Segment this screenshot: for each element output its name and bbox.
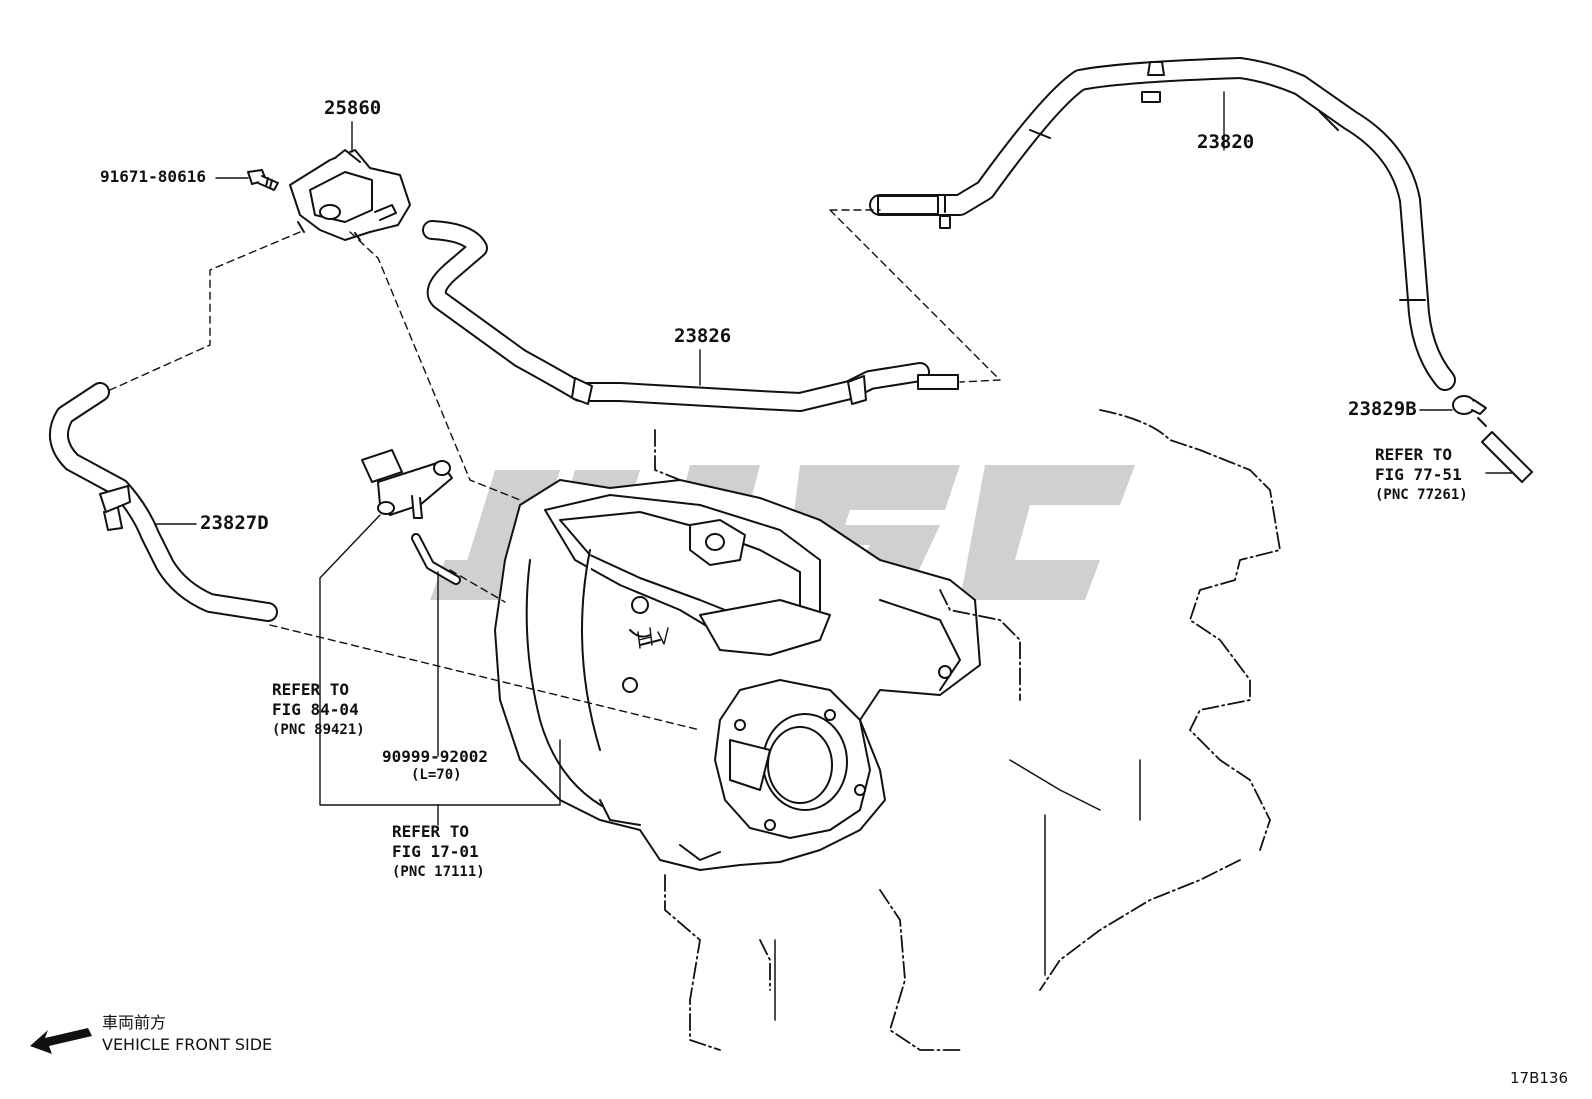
part-number-25860[interactable]: 25860 [324, 97, 382, 119]
leader-lines [154, 91, 1513, 826]
part-length-note: (L=70) [411, 767, 462, 783]
hose-23827D [48, 382, 278, 622]
refer-fig: FIG 84-04 [272, 700, 359, 719]
part-number-90999-92002[interactable]: 90999-92002 [382, 747, 488, 766]
dashed-connectors [109, 209, 1001, 731]
intake-manifold [494, 479, 981, 871]
refer-label: REFER TO [272, 680, 350, 699]
refer-fig-77-51[interactable]: REFER TO FIG 77-51 (PNC 77261) [1375, 445, 1468, 505]
refer-fig-17-01[interactable]: REFER TO FIG 17-01 (PNC 17111) [392, 822, 485, 882]
vehicle-front-jp: 車両前方 [102, 1013, 167, 1032]
engine-outline [654, 409, 1281, 1051]
refer-label: REFER TO [392, 822, 470, 841]
part-number-91671-80616[interactable]: 91671-80616 [100, 167, 206, 186]
hose-90999-92002 [411, 533, 461, 585]
vsv-valve-25860 [289, 149, 411, 241]
part-number-23829B[interactable]: 23829B [1348, 398, 1417, 420]
sensor-89421 [361, 449, 453, 519]
refer-fig-84-04[interactable]: REFER TO FIG 84-04 (PNC 89421) [272, 680, 365, 740]
refer-label: REFER TO [1375, 445, 1453, 464]
figure-id: 17B136 [1510, 1069, 1569, 1087]
bolt-91671 [247, 169, 279, 191]
refer-pnc: (PNC 17111) [392, 864, 485, 880]
vehicle-front-label: 車両前方 VEHICLE FRONT SIDE [102, 1012, 272, 1056]
hose-23820 [869, 57, 1456, 391]
refer-fig: FIG 17-01 [392, 842, 479, 861]
clamp-23829B [1452, 395, 1533, 483]
part-number-23820[interactable]: 23820 [1197, 131, 1255, 153]
refer-fig: FIG 77-51 [1375, 465, 1462, 484]
hv-mark [637, 627, 669, 649]
refer-pnc: (PNC 77261) [1375, 487, 1468, 503]
part-number-23827D[interactable]: 23827D [200, 512, 269, 534]
hose-23826 [422, 220, 959, 412]
vehicle-front-arrow [30, 1028, 92, 1054]
refer-pnc: (PNC 89421) [272, 722, 365, 738]
vehicle-front-en: VEHICLE FRONT SIDE [102, 1035, 273, 1054]
engine-lines [774, 759, 1141, 1021]
part-number-23826[interactable]: 23826 [674, 325, 732, 347]
